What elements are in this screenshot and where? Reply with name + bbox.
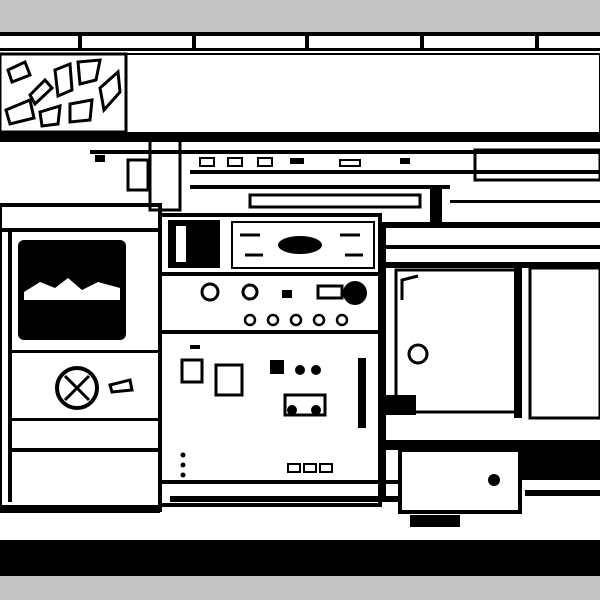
shelf-strip [90,138,600,228]
small-box [398,448,522,514]
upper-left-panel [0,52,600,142]
right-unit [380,222,600,527]
floor-band [0,540,600,576]
bottom-margin [0,576,600,600]
top-rail [0,32,600,51]
center-rack [158,213,400,507]
round-gauge-icon [407,343,429,365]
round-dial-icon [55,366,99,410]
left-cabinet [0,203,162,513]
